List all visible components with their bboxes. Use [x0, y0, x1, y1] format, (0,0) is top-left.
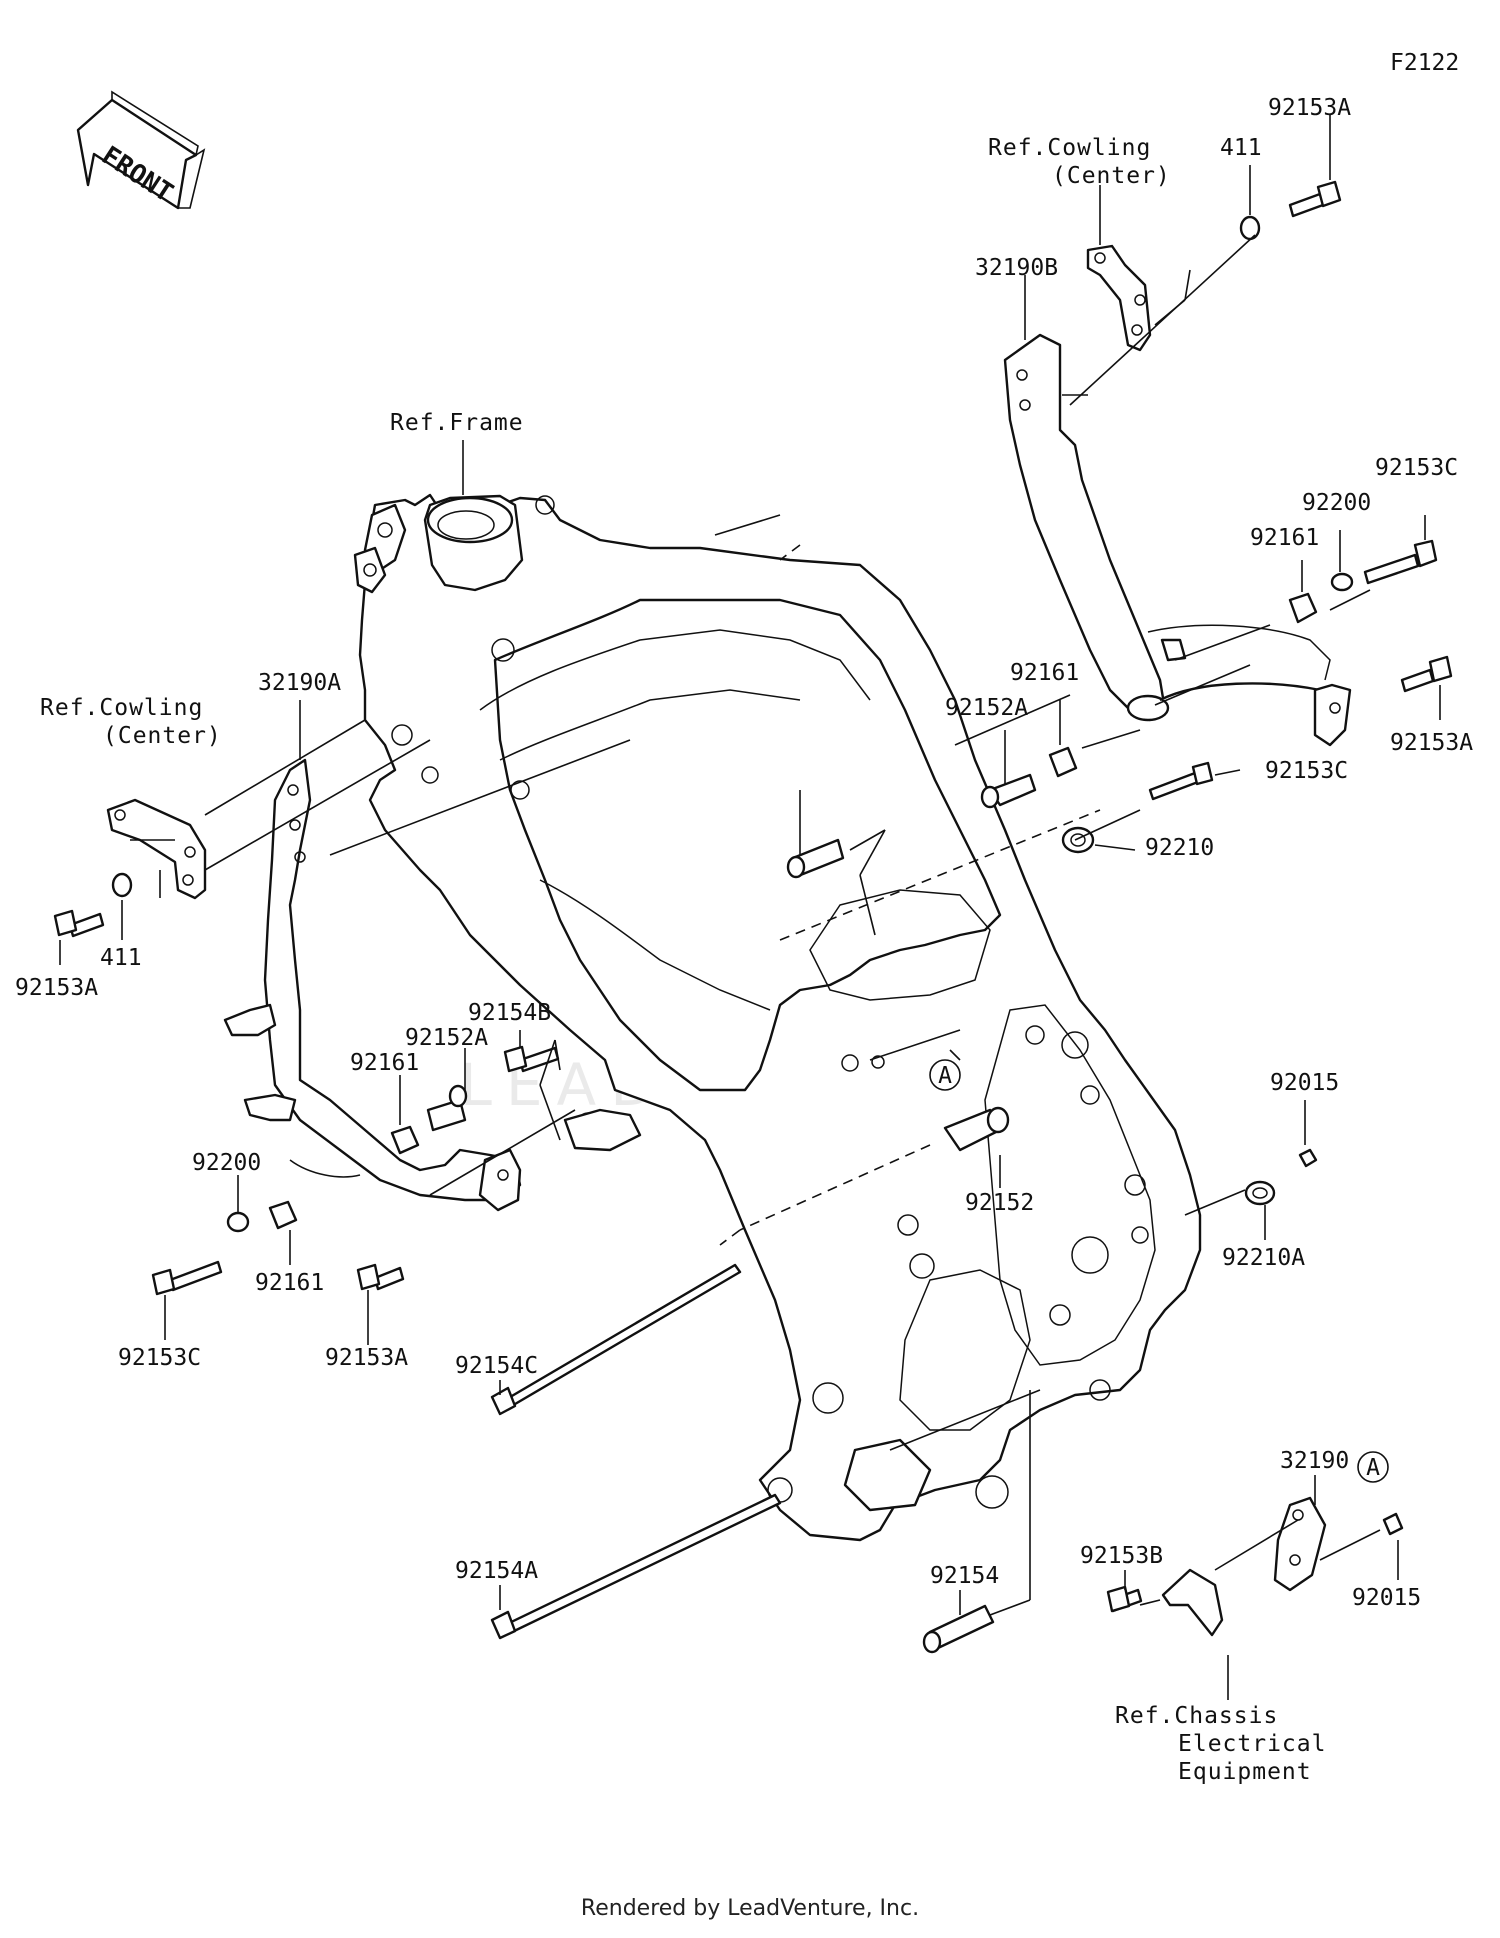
label-411-top: 411 [1220, 135, 1262, 161]
ref-chassis-2: Electrical [1178, 1731, 1326, 1757]
bolt-92154C [490, 1263, 742, 1416]
label-92153C-l: 92153C [118, 1345, 201, 1371]
frame-body [358, 493, 1202, 1542]
bolt-92153A-left2 [373, 1266, 405, 1291]
label-92200-r: 92200 [1302, 490, 1371, 516]
label-92153A-l: 92153A [15, 975, 98, 1001]
label-32190A: 32190A [258, 670, 341, 696]
washer-92200-right [1330, 572, 1354, 592]
ref-frame-label: Ref.Frame [390, 410, 524, 436]
nut-92015-right [1298, 1148, 1318, 1168]
label-92153A-top: 92153A [1268, 95, 1351, 121]
ref-chassis-1: Ref.Chassis [1115, 1703, 1278, 1729]
chassis-bracket [1161, 1568, 1224, 1637]
label-92153B: 92153B [1080, 1543, 1163, 1569]
label-92161-l2: 92161 [255, 1270, 324, 1296]
label-92153A-l2: 92153A [325, 1345, 408, 1371]
bolt-92153C-mid [1148, 771, 1200, 801]
bolt-92153C-left [168, 1260, 223, 1292]
label-92153C-r2: 92153C [1265, 758, 1348, 784]
diagram-code: F2122 [1390, 50, 1459, 76]
left-cowling-bracket [106, 798, 207, 900]
label-411-left: 411 [100, 945, 142, 971]
svg-text:A: A [1366, 1455, 1380, 1481]
label-92015-b: 92015 [1352, 1585, 1421, 1611]
label-92154B: 92154B [468, 1000, 551, 1026]
label-92200-l: 92200 [192, 1150, 261, 1176]
bracket-32190 [1273, 1496, 1327, 1592]
label-32190B: 32190B [975, 255, 1058, 281]
bolt-92154A [490, 1493, 782, 1640]
ref-chassis-3: Equipment [1178, 1759, 1312, 1785]
top-cowling-bracket [1086, 244, 1152, 352]
label-92161-l1: 92161 [350, 1050, 419, 1076]
leader-lines [59, 115, 1441, 1700]
washer-92200-left [226, 1211, 250, 1233]
ref-cowling-top-1: Ref.Cowling [988, 135, 1151, 161]
label-92152A-l: 92152A [405, 1025, 488, 1051]
bolt-92153A-right [1400, 668, 1435, 693]
collar-92161-left [390, 1125, 420, 1155]
label-92161-r2: 92161 [1010, 660, 1079, 686]
label-92153A-r: 92153A [1390, 730, 1473, 756]
svg-text:A: A [938, 1063, 952, 1089]
collar-92161-mid [1048, 746, 1078, 778]
label-92015-r: 92015 [1270, 1070, 1339, 1096]
washer-411-top [1239, 215, 1261, 241]
label-92152: 92152 [965, 1190, 1034, 1216]
label-92154A: 92154A [455, 1558, 538, 1584]
label-92161-r1: 92161 [1250, 525, 1319, 551]
label-32190: 32190 [1280, 1448, 1349, 1474]
label-92153C-r1: 92153C [1375, 455, 1458, 481]
nut-92210 [1061, 826, 1095, 854]
label-92154C: 92154C [455, 1353, 538, 1379]
steering-head [353, 494, 524, 594]
ref-cowling-left-1: Ref.Cowling [40, 695, 203, 721]
label-92210: 92210 [1145, 835, 1214, 861]
nut-92210A [1244, 1180, 1276, 1206]
ref-cowling-left-2: (Center) [103, 723, 222, 749]
footer-credit: Rendered by LeadVenture, Inc. [580, 1896, 920, 1921]
bolt-92153C-right [1363, 539, 1438, 585]
label-92154: 92154 [930, 1563, 999, 1589]
left-engine-bracket [223, 758, 522, 1212]
ref-cowling-top-2: (Center) [1052, 163, 1171, 189]
marker-a-mid: A [929, 1059, 961, 1091]
part-labels: 92153A 411 32190B 92153C 92200 92161 921… [15, 95, 1473, 1611]
nut-92015-bottom [1382, 1512, 1404, 1536]
right-engine-bracket [1003, 333, 1352, 747]
label-92152A-r: 92152A [945, 695, 1028, 721]
washer-411-left [111, 872, 133, 898]
front-arrow-icon: FRONT [76, 90, 206, 210]
collar-92161-right [1288, 592, 1318, 624]
label-92210A: 92210A [1222, 1245, 1305, 1271]
collar-92152A-left [426, 1098, 467, 1132]
hardware [53, 180, 1453, 1654]
collar-92161-left2 [268, 1200, 298, 1230]
bolt-92153A-top [1288, 180, 1342, 218]
marker-a-bottom: A [1357, 1451, 1389, 1483]
